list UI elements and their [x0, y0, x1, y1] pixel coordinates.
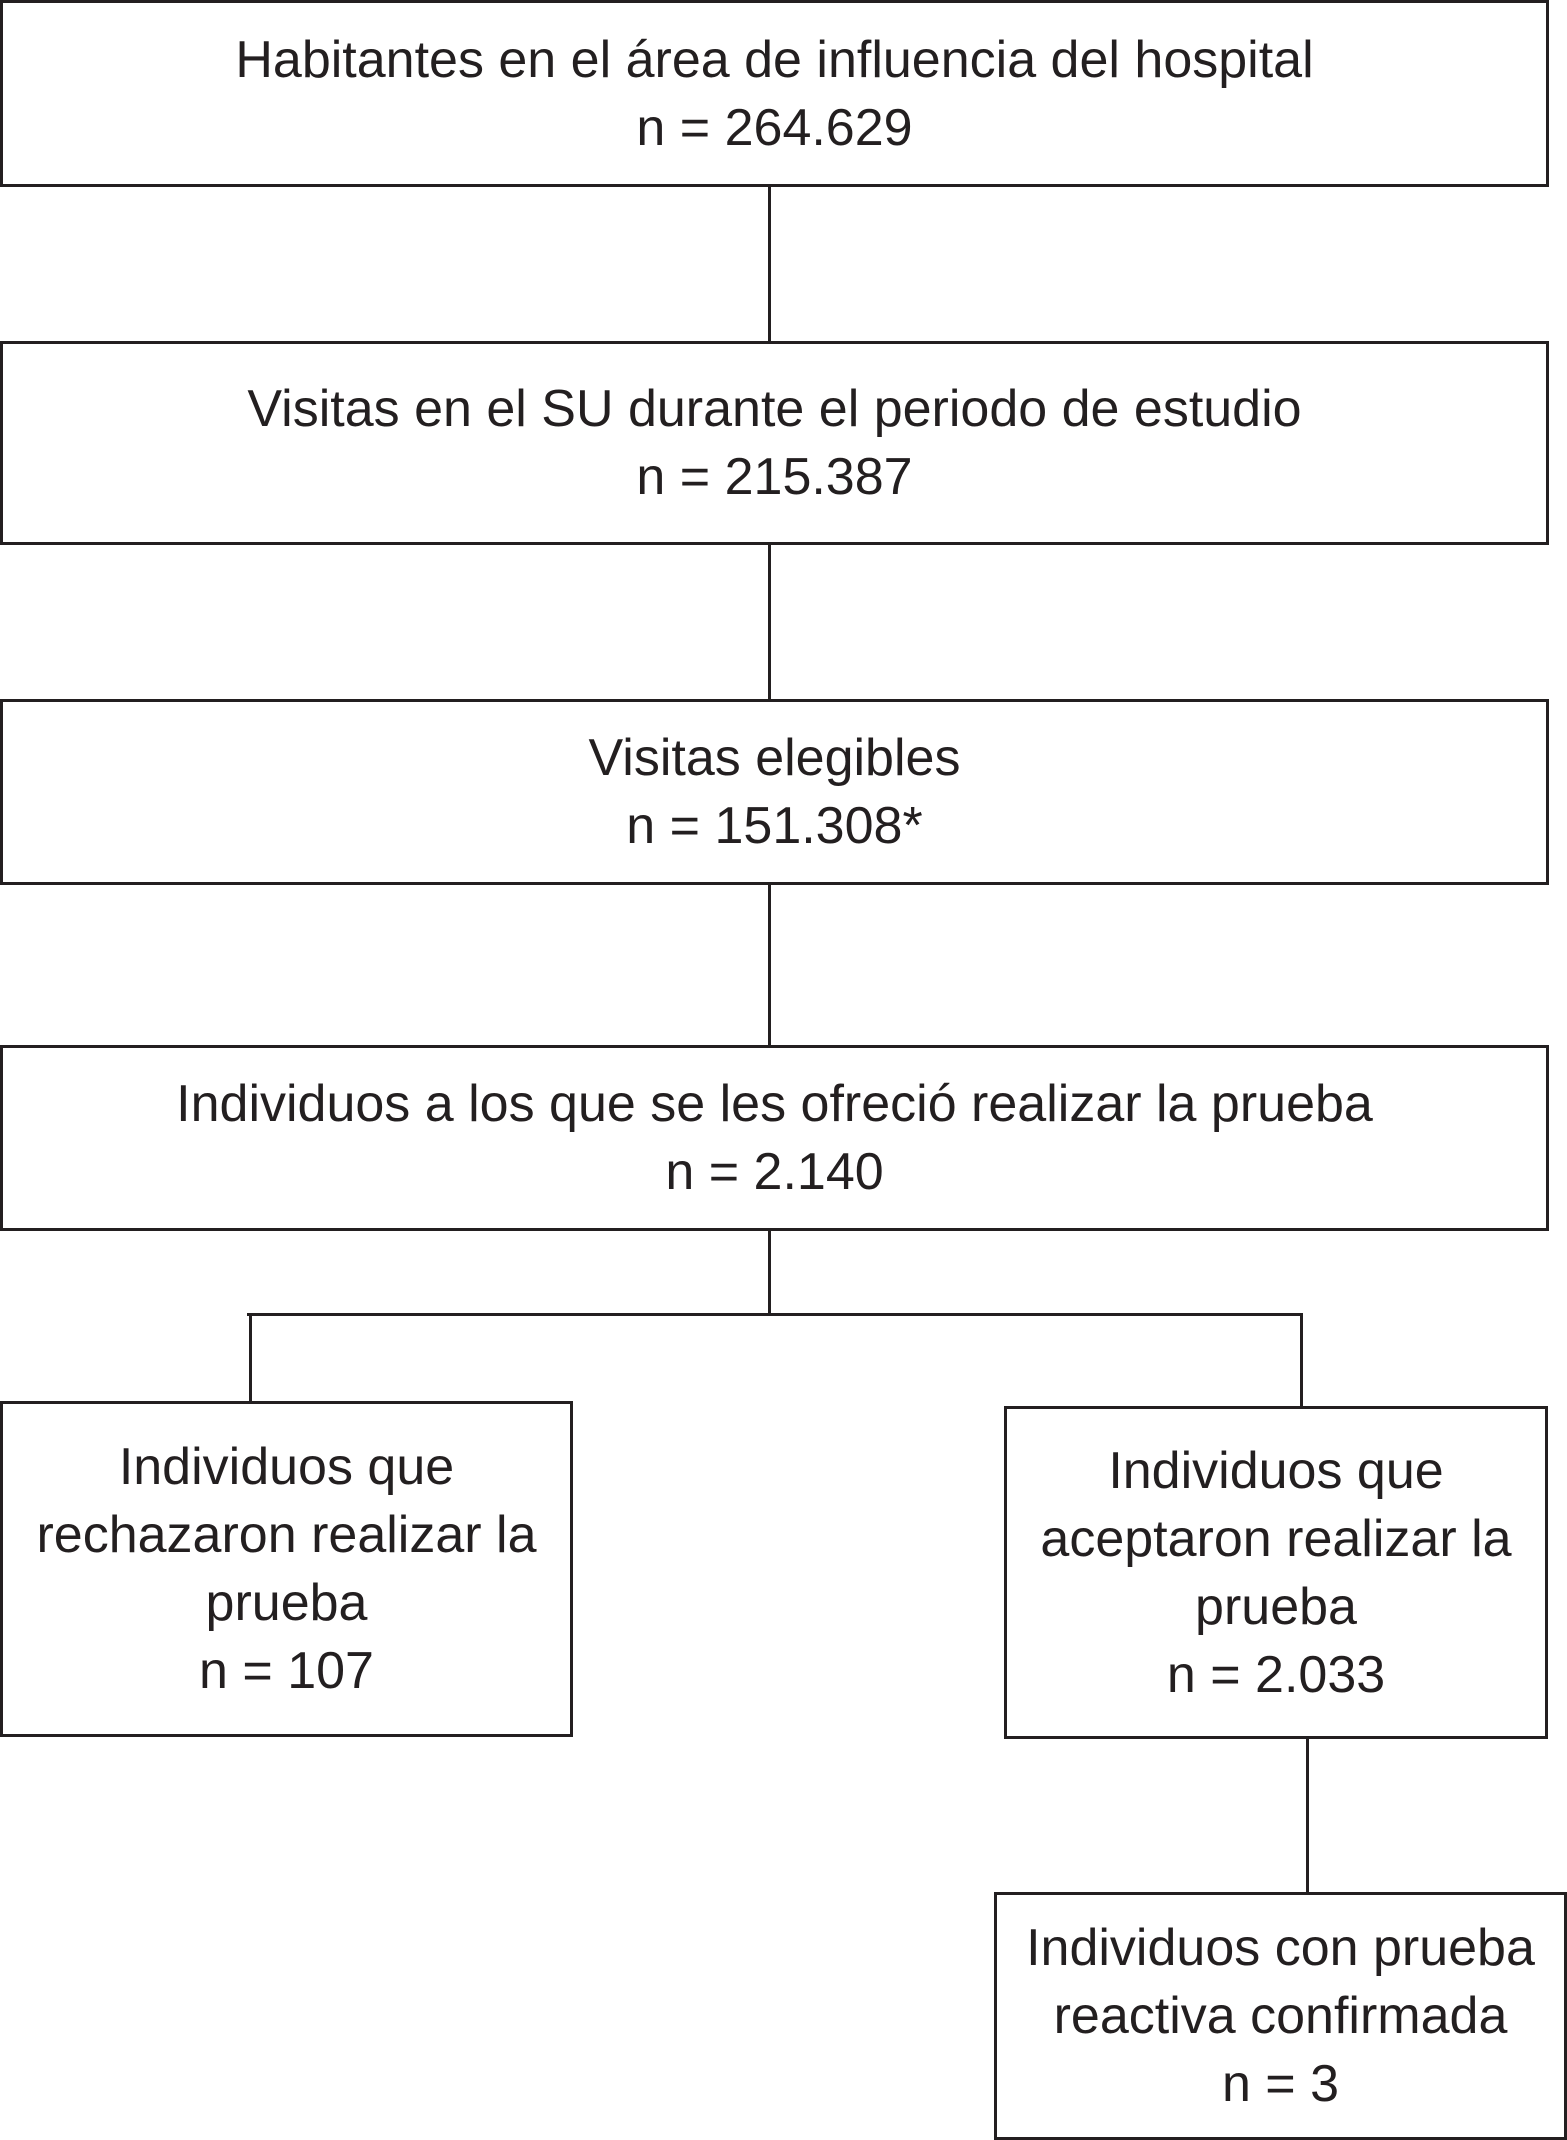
connector-split-horizontal — [247, 1313, 1303, 1316]
box-declined-test: Individuos que rechazaron realizar la pr… — [0, 1401, 573, 1737]
box-accepted-test-line-3: prueba — [1195, 1577, 1357, 1636]
box-confirmed-reactive: Individuos con prueba reactiva confirmad… — [994, 1892, 1567, 2140]
box-offered-test-label: Individuos a los que se les ofreció real… — [176, 1075, 1373, 1133]
box-er-visits-label: Visitas en el SU durante el periodo de e… — [247, 380, 1302, 438]
connector-split-to-declined — [249, 1313, 252, 1403]
connector-offered-to-split — [768, 1230, 771, 1315]
box-confirmed-reactive-count: n = 3 — [1221, 2055, 1340, 2113]
box-inhabitants: Habitantes en el área de influencia del … — [0, 0, 1549, 187]
box-eligible-visits-count: n = 151.308* — [626, 797, 923, 855]
box-eligible-visits-label: Visitas elegibles — [588, 729, 961, 787]
box-offered-test-count: n = 2.140 — [665, 1143, 884, 1201]
connector-eligible-to-offered — [768, 884, 771, 1047]
box-accepted-test-line-1: Individuos que — [1108, 1441, 1444, 1500]
box-eligible-visits: Visitas elegibles n = 151.308* — [0, 699, 1549, 885]
box-er-visits: Visitas en el SU durante el periodo de e… — [0, 341, 1549, 545]
box-declined-test-line-1: Individuos que — [118, 1438, 455, 1496]
connector-split-to-accepted — [1300, 1313, 1303, 1408]
box-accepted-test: Individuos que aceptaron realizar la pru… — [1004, 1406, 1548, 1739]
box-confirmed-reactive-line-1: Individuos con prueba — [1026, 1919, 1535, 1977]
box-confirmed-reactive-line-2: reactiva confirmada — [1053, 1987, 1508, 2045]
connector-accepted-to-confirmed — [1306, 1737, 1309, 1895]
connector-visits-to-eligible — [768, 543, 771, 701]
box-declined-test-line-3: prueba — [205, 1574, 368, 1632]
connector-inhabitants-to-visits — [768, 186, 771, 343]
box-inhabitants-count: n = 264.629 — [636, 98, 913, 157]
box-declined-test-line-2: rechazaron realizar la — [36, 1506, 537, 1564]
box-accepted-test-count: n = 2.033 — [1166, 1645, 1386, 1704]
box-declined-test-count: n = 107 — [199, 1642, 374, 1700]
box-offered-test: Individuos a los que se les ofreció real… — [0, 1045, 1549, 1231]
box-inhabitants-label: Habitantes en el área de influencia del … — [235, 30, 1314, 89]
box-er-visits-count: n = 215.387 — [636, 448, 913, 506]
box-accepted-test-line-2: aceptaron realizar la — [1040, 1509, 1512, 1568]
